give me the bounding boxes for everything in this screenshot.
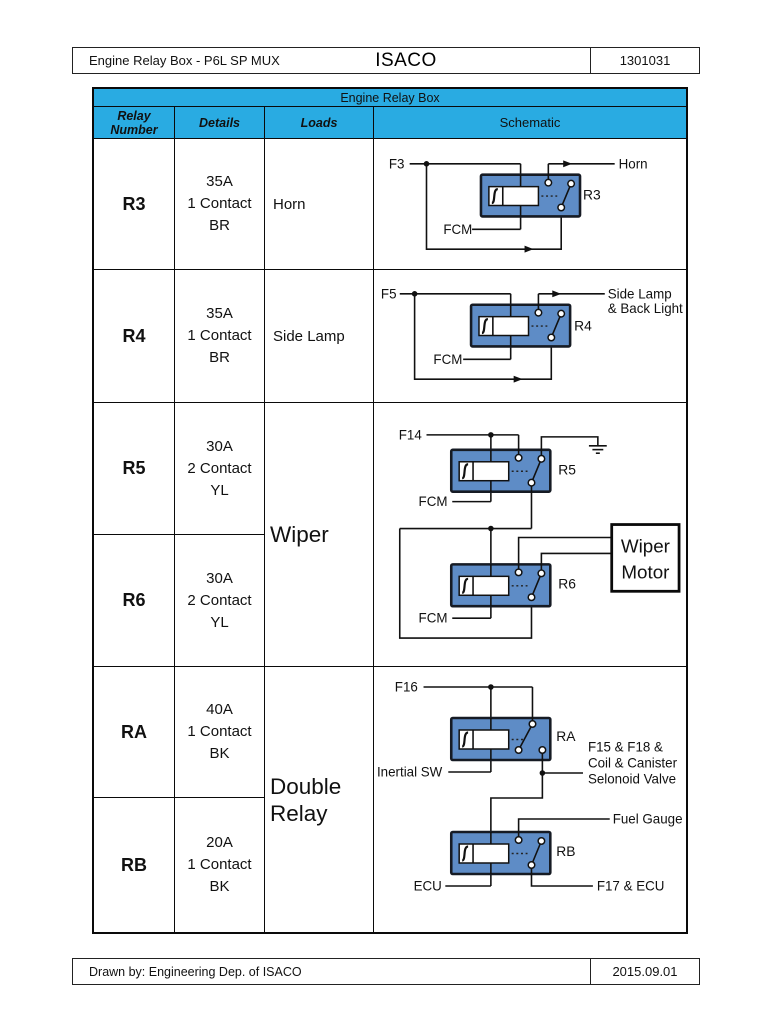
- junction-dot: [488, 684, 494, 690]
- schematic-r5-r6: F14 FCM R5 FCM R6 Wiper Motor: [374, 403, 686, 667]
- cell-r6-number: R6: [94, 535, 175, 667]
- r6-relay-tag: R6: [558, 575, 576, 591]
- wiper-motor-label-1: Wiper: [621, 535, 670, 556]
- cell-rb-details: 20A 1 Contact BK: [175, 798, 265, 932]
- cell-ra-details: 40A 1 Contact BK: [175, 667, 265, 798]
- drawn-by-text: Drawn by: Engineering Dep. of ISACO: [89, 964, 302, 979]
- wiper-motor-box: [610, 523, 681, 593]
- ra-load-label-3: Selonoid Valve: [588, 771, 676, 786]
- cell-r5-details: 30A 2 Contact YL: [175, 403, 265, 535]
- junction-dot: [488, 525, 494, 532]
- rb-load-label: F17 & ECU: [597, 878, 665, 893]
- r4-fuse-label: F5: [381, 286, 397, 301]
- ra-inertial-sw-label: Inertial SW: [377, 764, 443, 779]
- r3-fuse-label: F3: [389, 156, 405, 171]
- r4-load-label-1: Side Lamp: [608, 286, 672, 301]
- r5-fcm-label: FCM: [419, 494, 448, 509]
- cell-r4-load: Side Lamp: [265, 270, 374, 403]
- cell-r3-load: Horn: [265, 139, 374, 270]
- rb-ecu-label: ECU: [414, 878, 442, 893]
- arrow-icon: [524, 245, 534, 253]
- relay-table: Engine Relay Box Relay Number Details Lo…: [92, 87, 688, 934]
- cell-r6-details: 30A 2 Contact YL: [175, 535, 265, 667]
- junction-dot: [488, 432, 494, 438]
- rb-relay-tag: RB: [556, 843, 575, 859]
- footer-block: Drawn by: Engineering Dep. of ISACO 2015…: [72, 958, 700, 985]
- ra-load-label-2: Coil & Canister: [588, 755, 678, 770]
- col-header-details: Details: [175, 107, 265, 139]
- arrow-icon: [563, 160, 573, 168]
- schematic-ra-rb: F16 Inertial SW RA F15 & F18 & Coil & Ca…: [374, 667, 686, 932]
- r4-fcm-label: FCM: [433, 352, 462, 367]
- table-title: Engine Relay Box: [94, 89, 686, 107]
- footer-date: 2015.09.01: [590, 959, 699, 984]
- schematic-r3: F3 FCM Horn R3: [374, 139, 686, 270]
- cell-double-relay-load: Double Relay: [265, 667, 374, 932]
- cell-wiper-load: Wiper: [265, 403, 374, 667]
- cell-r3-details: 35A 1 Contact BR: [175, 139, 265, 270]
- title-block: Engine Relay Box - P6L SP MUX ISACO 1301…: [72, 47, 700, 74]
- r5-fuse-label: F14: [399, 427, 423, 442]
- document-title: Engine Relay Box - P6L SP MUX: [89, 53, 280, 68]
- cell-r5-number: R5: [94, 403, 175, 535]
- r6-fcm-label: FCM: [419, 611, 448, 626]
- arrow-icon: [513, 375, 523, 383]
- ra-load-label-1: F15 & F18 &: [588, 739, 663, 754]
- col-header-schematic: Schematic: [374, 107, 686, 139]
- col-header-relay-number: Relay Number: [94, 107, 175, 139]
- rb-fuel-gauge-label: Fuel Gauge: [613, 811, 683, 826]
- company-name: ISACO: [375, 49, 437, 71]
- cell-ra-number: RA: [94, 667, 175, 798]
- schematic-r4: F5 FCM Side Lamp & Back Light R4: [374, 270, 686, 403]
- col-header-loads: Loads: [265, 107, 374, 139]
- cell-r3-number: R3: [94, 139, 175, 270]
- r5-relay-tag: R5: [558, 462, 576, 478]
- doc-number: 1301031: [590, 48, 699, 73]
- r3-load-label: Horn: [619, 156, 648, 171]
- r4-relay-tag: R4: [574, 318, 592, 334]
- r3-relay-tag: R3: [583, 187, 601, 203]
- ra-relay-tag: RA: [556, 728, 576, 744]
- wiper-motor-label-2: Motor: [621, 561, 669, 582]
- ground-icon: [588, 445, 607, 455]
- cell-r4-details: 35A 1 Contact BR: [175, 270, 265, 403]
- cell-r4-number: R4: [94, 270, 175, 403]
- arrow-icon: [552, 290, 562, 298]
- r4-load-label-2: & Back Light: [608, 301, 683, 316]
- cell-rb-number: RB: [94, 798, 175, 932]
- junction-dot: [411, 291, 418, 297]
- ra-fuse-label: F16: [395, 679, 418, 694]
- junction-dot: [539, 770, 546, 776]
- r3-fcm-label: FCM: [443, 222, 472, 237]
- junction-dot: [423, 161, 430, 167]
